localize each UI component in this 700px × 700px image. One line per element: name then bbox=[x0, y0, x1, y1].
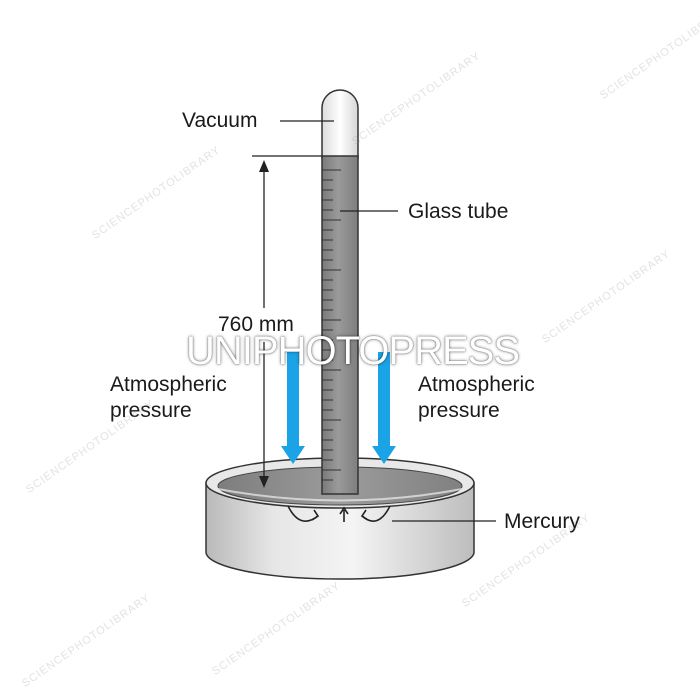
leader-lines bbox=[252, 120, 496, 522]
mercury-label: Mercury bbox=[504, 510, 580, 533]
glass-tube-label: Glass tube bbox=[408, 200, 509, 223]
atmospheric-pressure-right-line2: pressure bbox=[418, 399, 500, 422]
glass-tube bbox=[321, 89, 359, 495]
atmospheric-pressure-right-line1: Atmospheric bbox=[418, 373, 535, 396]
height-label: 760 mm bbox=[218, 313, 294, 336]
watermark-banner: UNIPHOTOPRESS bbox=[186, 329, 520, 373]
atmospheric-pressure-left-line2: pressure bbox=[110, 399, 192, 422]
atmospheric-pressure-left-line1: Atmospheric bbox=[110, 373, 227, 396]
mercury-flow-arrows bbox=[287, 505, 391, 522]
tube-scale-ticks bbox=[322, 169, 341, 481]
vacuum-label: Vacuum bbox=[182, 109, 258, 132]
down-arrow-icon bbox=[372, 352, 396, 464]
down-arrow-icon bbox=[281, 352, 305, 464]
height-dimension bbox=[259, 160, 269, 488]
